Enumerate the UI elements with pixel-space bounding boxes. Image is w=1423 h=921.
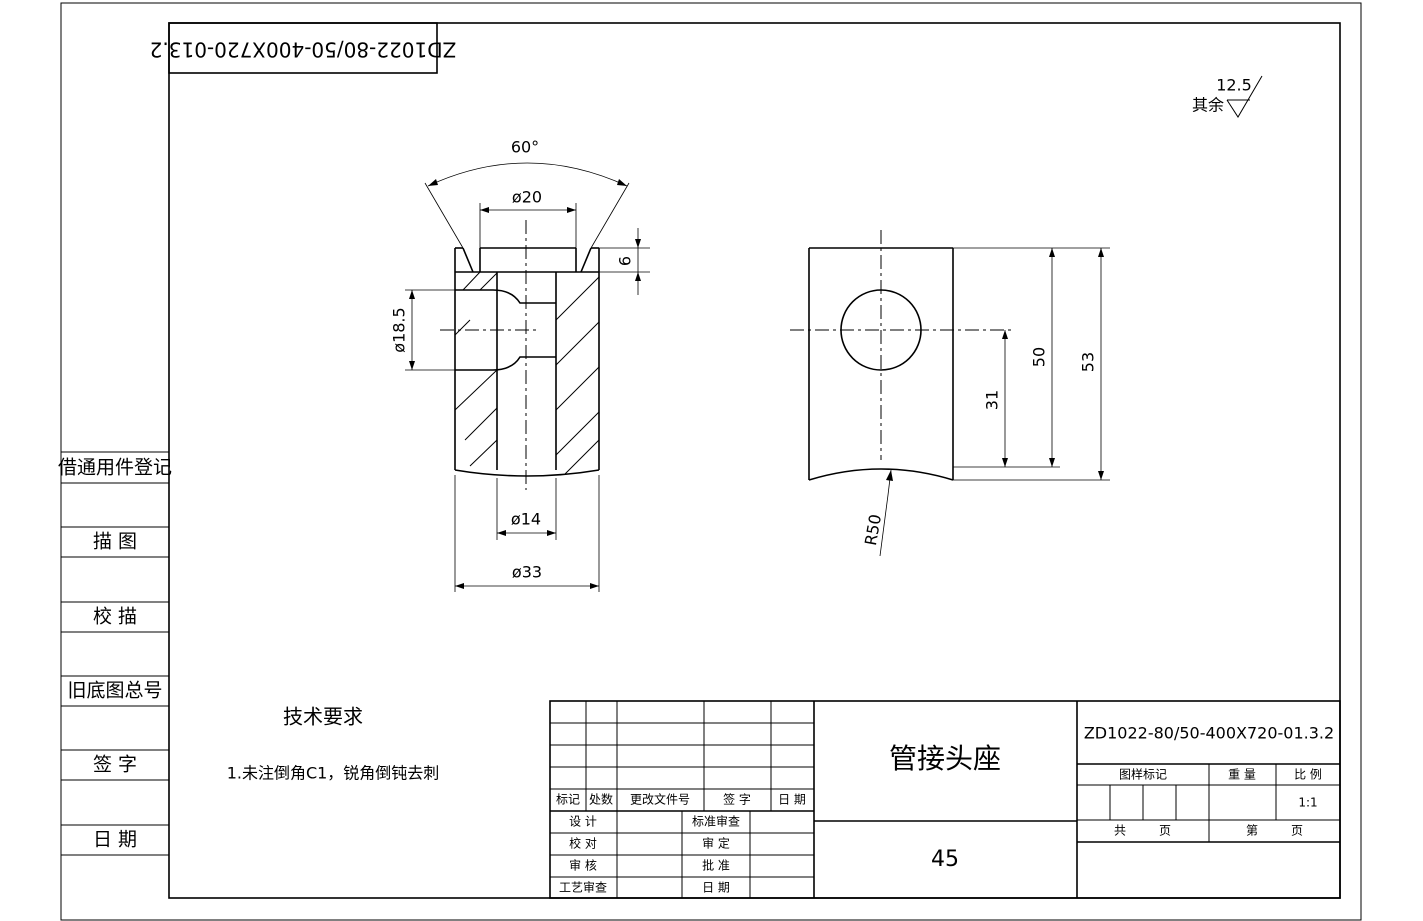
tb-sheet: 第 — [1246, 824, 1258, 838]
dim-d14: ø14 — [511, 510, 541, 529]
left-sign: 签 字 — [93, 754, 137, 776]
title-block: 标记 处数 更改文件号 签 字 日 期 设 计 标准审查 校 对 审 定 审 核… — [549, 700, 1341, 899]
tb-approve: 批 准 — [702, 858, 730, 873]
tb-mark: 标记 — [556, 793, 580, 807]
tb-process: 工艺审查 — [559, 880, 607, 895]
tb-review: 审 定 — [702, 836, 730, 851]
tb-pages: 页 — [1159, 824, 1171, 838]
left-strip: 借通用件登记 描 图 校 描 旧底图总号 签 字 日 期 — [58, 451, 172, 856]
roughness-value: 12.5 — [1216, 76, 1252, 95]
dim-h53: 53 — [1079, 352, 1098, 372]
part-name: 管接头座 — [889, 742, 1001, 775]
left-old-number: 旧底图总号 — [67, 680, 162, 702]
tb-date2: 日 期 — [702, 881, 730, 895]
tb-scale: 比 例 — [1294, 768, 1322, 782]
left-trace: 描 图 — [93, 531, 137, 553]
tb-scale-value: 1:1 — [1298, 796, 1317, 810]
tb-pages2: 页 — [1291, 824, 1303, 838]
stamp-number: ZD1022-80/50-400X720-013.2 — [150, 38, 457, 62]
tb-signature: 签 字 — [723, 792, 751, 807]
tb-weight: 重 量 — [1228, 768, 1256, 782]
tb-design: 设 计 — [569, 815, 597, 829]
dim-d20: ø20 — [512, 188, 542, 207]
tb-change-doc: 更改文件号 — [630, 792, 690, 807]
dim-h31: 31 — [983, 390, 1002, 410]
dim-h6: 6 — [616, 256, 635, 266]
tb-total: 共 — [1114, 824, 1126, 838]
drawing-number: ZD1022-80/50-400X720-01.3.2 — [1084, 724, 1334, 743]
tb-date: 日 期 — [778, 793, 806, 807]
dim-angle: 60° — [511, 138, 539, 157]
dim-h50: 50 — [1030, 347, 1049, 367]
tech-req-item1: 1.未注倒角C1，锐角倒钝去刺 — [227, 764, 440, 783]
stamp-box — [168, 22, 438, 74]
tb-audit: 审 核 — [569, 858, 597, 873]
section-view: 60° ø20 6 ø18.5 ø14 ø33 — [390, 138, 650, 592]
tb-std-check: 标准审查 — [692, 814, 740, 829]
tech-req-title: 技术要求 — [283, 705, 363, 729]
roughness-label: 其余 — [1192, 96, 1224, 115]
outer-border — [60, 2, 1362, 921]
tb-proof: 校 对 — [569, 836, 597, 851]
tb-sample-mark: 图样标记 — [1119, 767, 1167, 782]
tb-count: 处数 — [589, 792, 613, 807]
material: 45 — [931, 847, 959, 872]
side-view: 53 50 31 R50 — [790, 230, 1110, 557]
left-register: 借通用件登记 — [58, 457, 172, 479]
roughness-symbol: 其余 12.5 — [1192, 76, 1263, 118]
dim-d33: ø33 — [512, 563, 542, 582]
dim-d18-5: ø18.5 — [390, 307, 409, 352]
left-check-trace: 校 描 — [93, 606, 137, 628]
left-date: 日 期 — [93, 829, 137, 851]
